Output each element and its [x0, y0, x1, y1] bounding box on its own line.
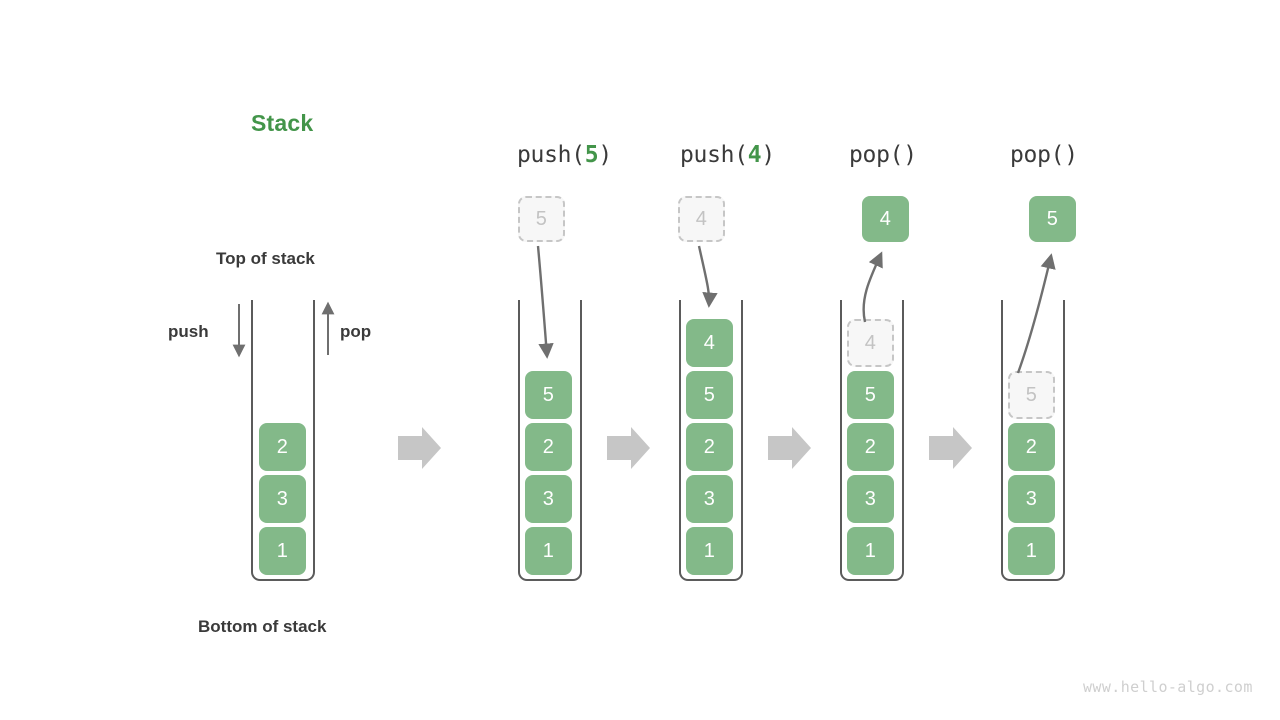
stack-cell: 1: [847, 527, 894, 575]
stack-cell: 4: [686, 319, 733, 367]
floating-ghost-cell: 5: [518, 196, 565, 242]
stack-cell-ghost: 4: [847, 319, 894, 367]
stack-cell: 5: [847, 371, 894, 419]
header-close-paren: ): [1064, 142, 1078, 168]
stack-cell: 2: [259, 423, 306, 471]
stack-container-pop-1: [840, 300, 904, 581]
stack-cell: 3: [259, 475, 306, 523]
bottom-of-stack-label: Bottom of stack: [198, 617, 327, 636]
header-op-text: pop(: [1010, 142, 1065, 168]
stack-container-push-5: [518, 300, 582, 581]
stack-cell: 5: [525, 371, 572, 419]
stack-cell: 1: [259, 527, 306, 575]
stack-cell: 2: [1008, 423, 1055, 471]
transition-arrow: [398, 427, 441, 469]
diagram-title: Stack: [251, 110, 314, 136]
stack-cell: 3: [686, 475, 733, 523]
transition-arrow: [607, 427, 650, 469]
stack-cell: 3: [525, 475, 572, 523]
header-arg-value: 5: [584, 142, 599, 168]
stack-cell: 1: [525, 527, 572, 575]
stage-header-push-5: push(5): [517, 142, 612, 168]
header-close-paren: ): [761, 142, 775, 168]
stack-container-pop-2: [1001, 300, 1065, 581]
stack-cell: 2: [686, 423, 733, 471]
stack-container-push-4: [679, 300, 743, 581]
stack-cell: 3: [847, 475, 894, 523]
floating-ghost-cell: 4: [678, 196, 725, 242]
stack-container-initial: [251, 300, 315, 581]
top-of-stack-label: Top of stack: [216, 249, 315, 268]
stack-cell: 3: [1008, 475, 1055, 523]
watermark: www.hello-algo.com: [1083, 678, 1253, 696]
transition-arrow: [768, 427, 811, 469]
push-label: push: [168, 322, 209, 341]
stage-header-pop-2: pop(): [1010, 142, 1078, 168]
stack-cell-ghost: 5: [1008, 371, 1055, 419]
stack-cell: 2: [847, 423, 894, 471]
pop-label: pop: [340, 322, 372, 341]
stack-cell: 1: [1008, 527, 1055, 575]
stack-cell: 2: [525, 423, 572, 471]
popped-cell: 5: [1029, 196, 1076, 242]
stack-cell: 1: [686, 527, 733, 575]
header-op-text: push(: [680, 142, 748, 168]
stack-cell: 5: [686, 371, 733, 419]
header-arg-value: 4: [747, 142, 762, 168]
stage-header-pop-1: pop(): [849, 142, 917, 168]
transition-arrow: [929, 427, 972, 469]
push-4-flow-arrow: [697, 245, 718, 308]
stage-header-push-4: push(4): [680, 142, 775, 168]
header-op-text: push(: [517, 142, 585, 168]
header-close-paren: ): [598, 142, 612, 168]
popped-cell: 4: [862, 196, 909, 242]
header-op-text: pop(: [849, 142, 904, 168]
header-close-paren: ): [903, 142, 917, 168]
